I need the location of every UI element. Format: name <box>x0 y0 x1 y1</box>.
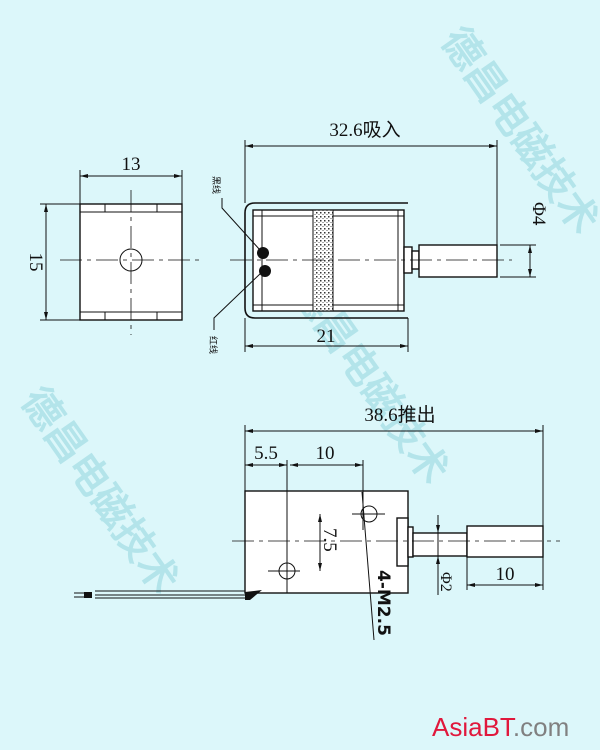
site-logo: AsiaBT.com <box>432 712 569 743</box>
side-view: 38.6推出 5.5 10 7.5 4-M2.5 Φ2 10 <box>74 404 560 641</box>
red-wire-terminal <box>259 265 271 277</box>
red-wire-label: 红线 <box>207 336 219 354</box>
logo-suffix: .com <box>512 712 570 742</box>
stroke-in-dimension: 32.6吸入 <box>329 120 400 141</box>
lead-wires <box>74 590 262 600</box>
sleeve-length-dimension: 10 <box>496 564 515 585</box>
vertical-dimension: 7.5 <box>319 528 340 552</box>
body-length-dimension: 21 <box>317 326 336 347</box>
hole-spacing-dimension: 10 <box>316 443 335 464</box>
top-view: 黑线 红线 32.6吸入 21 Φ4 <box>207 120 549 354</box>
thread-note: 4-M2.5 <box>373 570 393 636</box>
svg-text:德昌电磁技术: 德昌电磁技术 <box>12 379 187 602</box>
height-dimension: 15 <box>25 253 46 272</box>
width-dimension: 13 <box>122 154 141 175</box>
logo-brand: AsiaBT <box>432 712 513 742</box>
black-wire-label: 黑线 <box>210 176 222 194</box>
svg-text:德昌电磁技术: 德昌电磁技术 <box>432 19 600 242</box>
stroke-out-dimension: 38.6推出 <box>364 404 435 426</box>
shaft-diameter-dimension: Φ2 <box>437 572 454 592</box>
front-view: 13 15 <box>25 154 200 335</box>
offset-dimension: 5.5 <box>254 443 278 464</box>
rod-diameter-dimension: Φ4 <box>528 202 549 226</box>
